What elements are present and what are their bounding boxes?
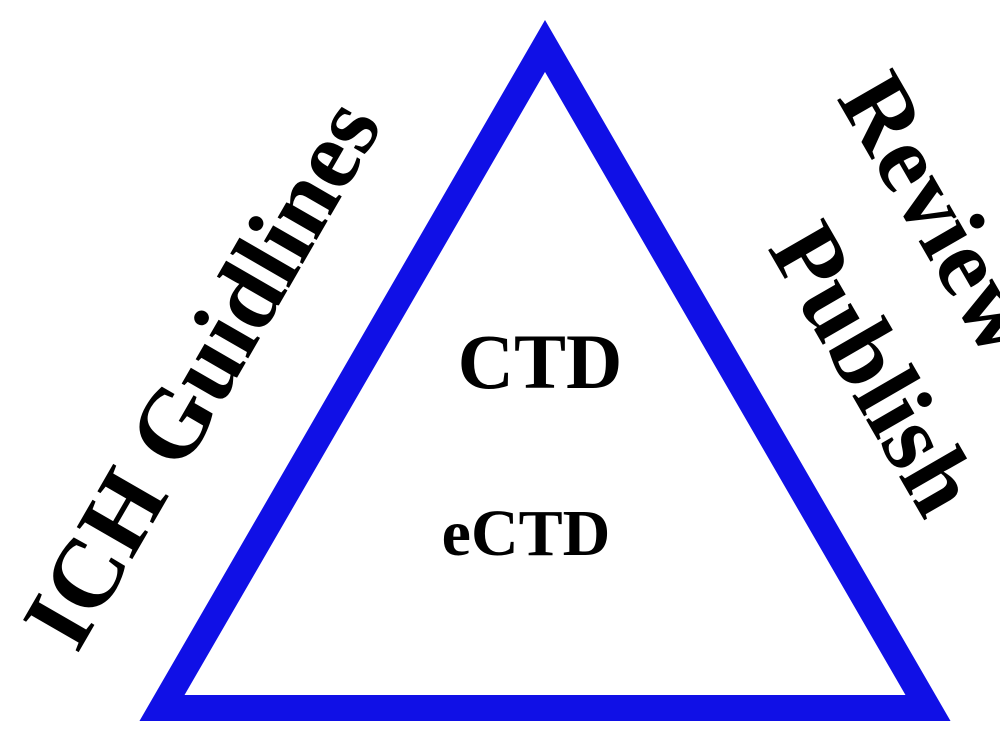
center-label-ectd: eCTD: [442, 497, 611, 570]
center-label-ctd: CTD: [458, 318, 623, 405]
triangle-outline: [139, 20, 951, 721]
